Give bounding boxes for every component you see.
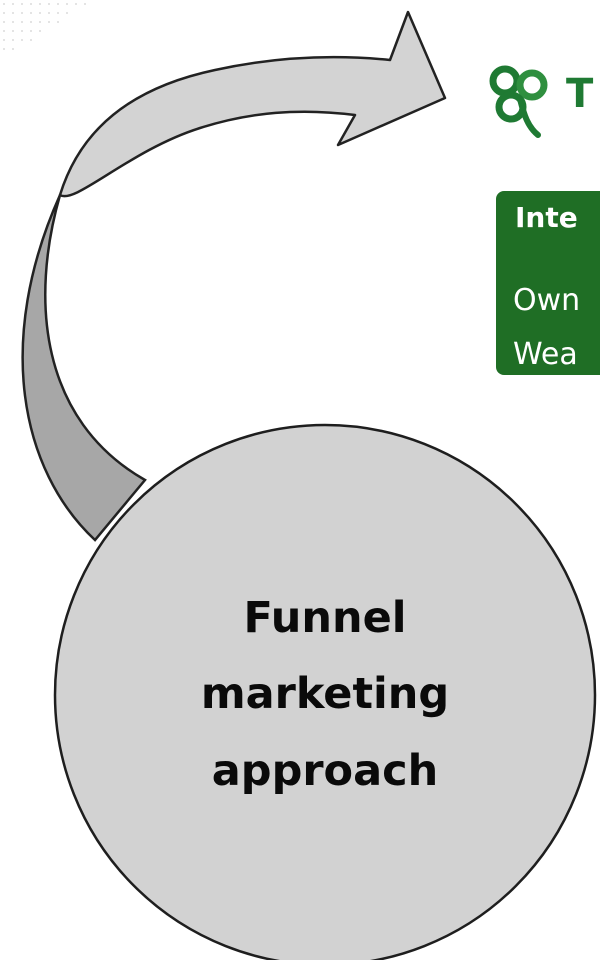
pattern-dot — [39, 21, 41, 23]
pattern-dot — [21, 3, 23, 5]
pattern-dot — [75, 3, 77, 5]
pattern-dot — [48, 3, 50, 5]
pattern-dot — [3, 12, 5, 14]
pattern-dot — [39, 30, 41, 32]
curved-arrow-body — [58, 10, 447, 198]
pattern-dot — [30, 21, 32, 23]
circle-label-line-2: marketing — [201, 669, 449, 719]
brand-logo: T — [489, 65, 594, 138]
info-box-line-1: Own — [513, 283, 580, 318]
pattern-dot — [3, 39, 5, 41]
pattern-dot — [12, 12, 14, 14]
pattern-dot — [48, 12, 50, 14]
curved-arrow — [21, 10, 447, 542]
pattern-dot — [66, 12, 68, 14]
info-box-line-2: Wea — [513, 337, 578, 372]
info-box-title: Inte — [515, 201, 578, 234]
pattern-dot — [21, 30, 23, 32]
pattern-dot — [21, 39, 23, 41]
pattern-dot — [12, 3, 14, 5]
pattern-dot — [3, 3, 5, 5]
circle-label-line-3: approach — [212, 746, 438, 796]
pattern-dot — [3, 21, 5, 23]
brand-text: T — [566, 71, 594, 117]
corner-dot-pattern — [3, 3, 86, 50]
shamrock-icon — [489, 65, 548, 138]
circle-label-line-1: Funnel — [244, 593, 407, 643]
pattern-dot — [12, 30, 14, 32]
pattern-dot — [30, 39, 32, 41]
curved-arrow-underside — [21, 194, 147, 542]
funnel-circle: Funnel marketing approach — [53, 423, 597, 960]
pattern-dot — [39, 3, 41, 5]
pattern-dot — [57, 21, 59, 23]
info-box: Inte Own Wea — [496, 191, 600, 375]
pattern-dot — [3, 48, 5, 50]
funnel-circle-shape — [53, 423, 597, 960]
pattern-dot — [12, 39, 14, 41]
pattern-dot — [48, 21, 50, 23]
pattern-dot — [3, 30, 5, 32]
pattern-dot — [30, 3, 32, 5]
pattern-dot — [57, 12, 59, 14]
pattern-dot — [30, 12, 32, 14]
info-box-background — [496, 191, 600, 375]
pattern-dot — [12, 48, 14, 50]
pattern-dot — [21, 21, 23, 23]
pattern-dot — [66, 3, 68, 5]
pattern-dot — [84, 3, 86, 5]
pattern-dot — [57, 3, 59, 5]
pattern-dot — [12, 21, 14, 23]
pattern-dot — [30, 30, 32, 32]
pattern-dot — [21, 12, 23, 14]
pattern-dot — [39, 12, 41, 14]
